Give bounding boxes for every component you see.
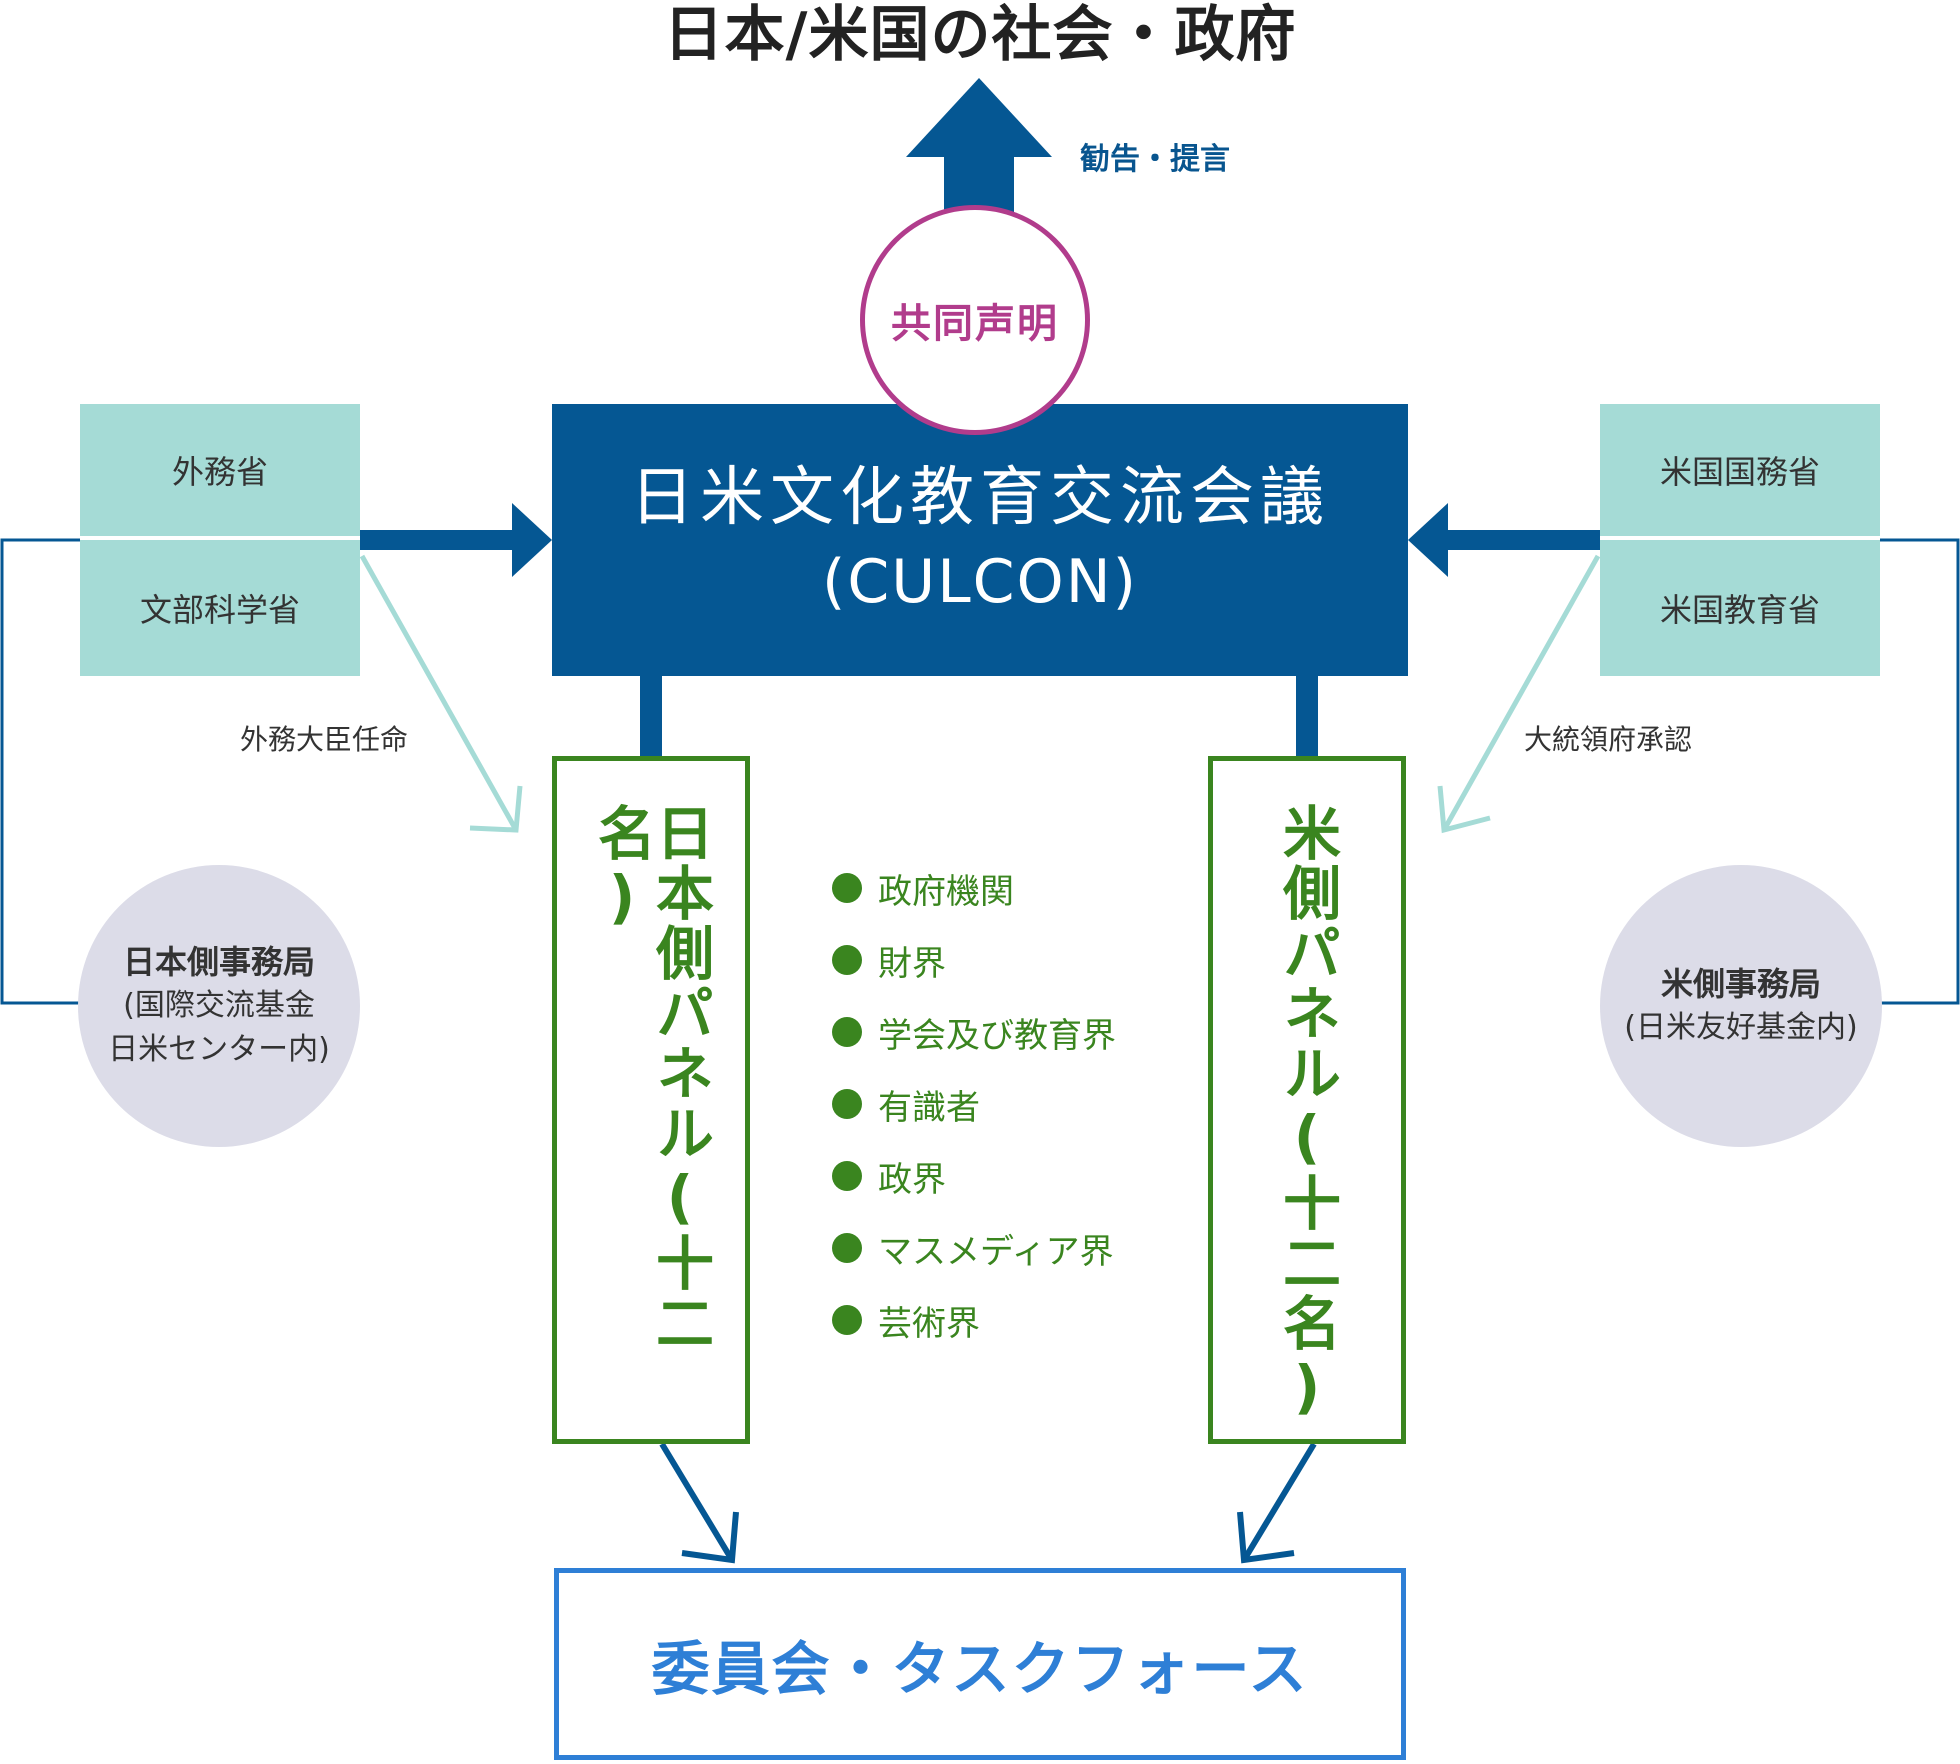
japan-secretariat-bracket [0,538,80,1005]
us-agency-education: 米国教育省 [1600,540,1880,676]
committee-label: 委員会・タスクフォース [651,1635,1309,1703]
culcon-name: 日米文化教育交流会議 [630,461,1330,535]
us-approval-arrow [1437,554,1601,834]
sector-label: 政界 [878,1159,946,1200]
sector-label: 学会及び教育界 [878,1015,1116,1056]
us-secretariat: 米側事務局 (日米友好基金内) [1600,865,1882,1147]
us-secretariat-bracket [1880,538,1960,1005]
sector-label: 財界 [878,943,946,984]
sector-label: マスメディア界 [878,1231,1114,1272]
japan-agency-mext: 文部科学省 [80,540,360,676]
japan-secretariat: 日本側事務局 (国際交流基金 日米センター内) [78,865,360,1147]
japan-secretariat-sub-1: (国際交流基金 [123,988,315,1023]
list-item: 政界 [832,1140,1152,1212]
us-approval-label: 大統領府承認 [1524,723,1693,756]
top-title: 日本/米国の社会・政府 [663,0,1297,70]
us-to-culcon-arrow [1408,503,1600,577]
us-secretariat-title: 米側事務局 [1660,965,1821,1003]
joint-statement-label: 共同声明 [891,301,1059,347]
sector-label: 芸術界 [878,1303,980,1344]
sector-label: 政府機関 [878,871,1014,912]
committee-box: 委員会・タスクフォース [554,1568,1406,1760]
us-agency-state: 米国国務省 [1600,404,1880,536]
us-secretariat-sub: (日米友好基金内) [1624,1010,1858,1045]
joint-statement-circle: 共同声明 [860,205,1090,435]
japan-appointment-label: 外務大臣任命 [240,723,409,756]
japan-agency-mofa: 外務省 [80,404,360,536]
bullet-icon [832,873,862,903]
japan-panel: 日本側パネル(十二名) [552,756,750,1444]
bullet-icon [832,1089,862,1119]
bullet-icon [832,1161,862,1191]
japan-appointment-arrow [359,554,523,833]
list-item: 有識者 [832,1068,1152,1140]
recommendation-label: 勧告・提言 [1080,142,1230,177]
culcon-box: 日米文化教育交流会議 (CULCON) [552,404,1408,676]
sector-list: 政府機関 財界 学会及び教育界 有識者 政界 マスメディア界 芸術界 [832,852,1152,1356]
list-item: 政府機関 [832,852,1152,924]
recommendation-arrow [906,78,1052,213]
bullet-icon [832,945,862,975]
bullet-icon [832,1305,862,1335]
japan-secretariat-title: 日本側事務局 [122,943,315,981]
list-item: 財界 [832,924,1152,996]
japan-panel-to-committee-arrow [659,1442,739,1564]
culcon-us-panel-connector [1296,676,1318,758]
culcon-japan-panel-connector [640,676,662,758]
list-item: 芸術界 [832,1284,1152,1356]
japan-secretariat-sub-2: 日米センター内) [108,1032,330,1067]
japan-to-culcon-arrow [360,503,552,577]
bullet-icon [832,1233,862,1263]
list-item: マスメディア界 [832,1212,1152,1284]
bullet-icon [832,1017,862,1047]
japan-panel-label: 日本側パネル(十二名) [588,803,714,1353]
us-panel-to-committee-arrow [1237,1442,1317,1564]
list-item: 学会及び教育界 [832,996,1152,1068]
sector-label: 有識者 [878,1087,980,1128]
us-panel: 米側パネル(十二名) [1208,756,1406,1444]
us-panel-label: 米側パネル(十二名) [1273,803,1341,1423]
culcon-abbr: (CULCON) [821,547,1139,617]
